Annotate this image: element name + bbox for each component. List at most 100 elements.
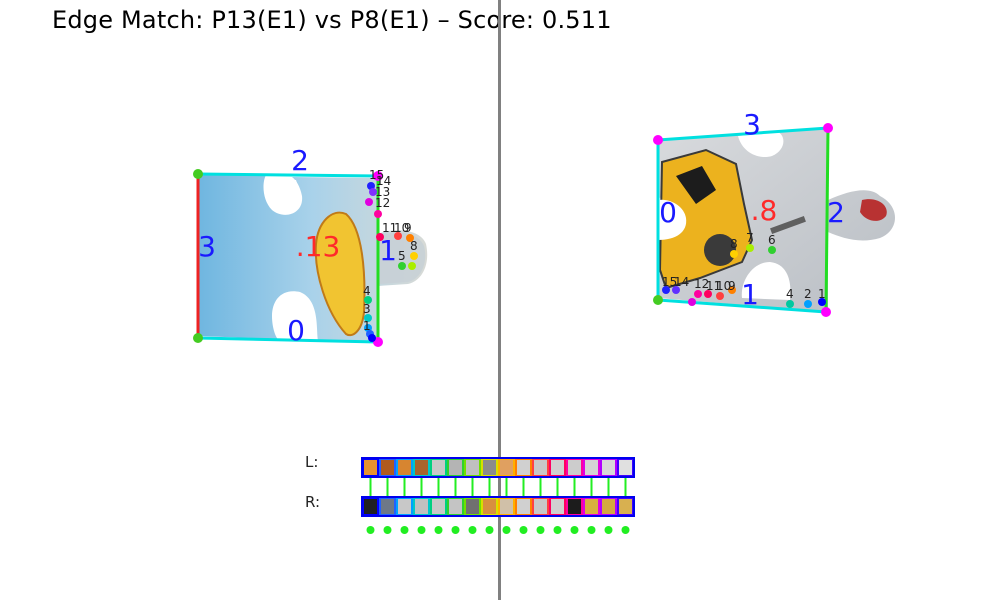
right-point-label: 1 [818,287,826,301]
left-strip-cell [379,458,396,477]
right-edge-label-1: 1 [741,278,759,311]
right-strip-cell [396,497,413,516]
color-strip-comparison [361,457,635,534]
left-strip-cell [481,458,498,477]
strip-match-dot [519,526,528,534]
strip-match-dot [451,526,460,534]
right-edge-label-3: 3 [743,108,761,141]
left-point-label: 15 [369,168,384,182]
strip-match-dot [502,526,511,534]
left-edge-label-2: 2 [291,144,309,177]
left-corner [193,333,203,343]
left-strip-cell [566,458,583,477]
left-point-label: 14 [376,174,391,188]
left-strip-cell [413,458,430,477]
left-edge-label-3: 3 [198,230,216,263]
strip-match-dot [383,526,392,534]
right-piece-notch-bottom [741,262,791,300]
left-strip-frame [361,457,635,478]
right-strip-cell [464,497,481,516]
left-point-label: 11 [382,221,397,235]
page-title: Edge Match: P13(E1) vs P8(E1) – Score: 0… [52,6,612,34]
right-point-label: 12 [694,277,709,291]
strip-match-dot [468,526,477,534]
right-strip-cell [566,497,583,516]
left-edge-label-1: 1 [379,234,397,267]
right-strip-cell [430,497,447,516]
right-edge-2 [824,127,830,313]
right-strip-cell [515,497,532,516]
left-strip-cell [549,458,566,477]
right-point-label: 15 [662,275,677,289]
right-strip-frame [361,496,635,517]
strip-match-dot [553,526,562,534]
left-strip-cell [617,458,634,477]
right-piece-notch-top [738,132,784,158]
right-strip-cell [600,497,617,516]
left-strip-cell [498,458,515,477]
strip-match-dot [570,526,579,534]
left-strip-label: L: [305,453,319,471]
left-point-label: 10 [394,221,409,235]
right-edge-label-0: 0 [659,196,677,229]
left-strip-cell [464,458,481,477]
left-point-label: 3 [363,302,371,316]
strip-match-dot [621,526,630,534]
left-strip-cell [362,458,379,477]
right-strip-cell [447,497,464,516]
right-point-label: 8 [730,237,738,251]
right-corner [823,123,833,133]
right-point-label: 9 [728,279,736,293]
left-corner [193,169,203,179]
left-point-label: 13 [375,185,390,199]
left-point-label: 9 [404,221,412,235]
left-point-label: 4 [363,284,371,298]
right-strip-cell [617,497,634,516]
right-corner [653,135,663,145]
right-edge-points: 15 14 12 11 10 9 8 7 6 4 2 1 [662,231,826,308]
right-strip-cell [481,497,498,516]
left-point-label: 8 [410,239,418,253]
right-piece-notch-left [658,199,687,240]
left-strip-cell [583,458,600,477]
right-piece: 3 0 1 2 .8 15 14 12 11 10 9 8 7 [653,108,895,317]
right-point-label: 14 [674,275,689,289]
right-point-label: 6 [768,233,776,247]
right-strip-cell [362,497,379,516]
right-strip-cell [532,497,549,516]
left-edge-0 [197,336,379,344]
left-point-label: 1 [363,319,371,333]
left-point-label: 12 [375,196,390,210]
left-piece-notch-top [266,178,299,214]
strip-match-dot [417,526,426,534]
left-piece-board [314,211,366,337]
strip-match-dot [536,526,545,534]
right-corner [821,307,831,317]
strip-match-dot [434,526,443,534]
left-piece-notch-bottom [276,296,317,340]
right-strip-cell [583,497,600,516]
right-corner [653,295,663,305]
right-edge-1 [657,298,827,314]
right-strip-cell [379,497,396,516]
right-edge-label-2: 2 [827,196,845,229]
right-strip-cell [413,497,430,516]
left-corner [373,171,383,181]
right-strip-label: R: [305,493,321,511]
strip-match-dot [604,526,613,534]
right-point-label: 7 [746,231,754,245]
left-strip-cell [430,458,447,477]
right-edge-3 [657,126,829,142]
left-strip-cell [447,458,464,477]
left-point-label: 5 [398,249,406,263]
strip-match-dot [400,526,409,534]
left-piece-id-label: .13 [296,230,341,263]
right-point-label: 11 [706,279,721,293]
left-piece: 2 3 0 1 .13 15 14 13 12 11 10 [193,144,428,347]
right-point-label: 10 [716,279,731,293]
left-edge-2 [197,172,379,178]
left-edge-label-0: 0 [287,314,305,347]
left-edge-points: 15 14 13 12 11 10 9 8 5 4 3 1 [363,168,418,342]
left-strip-cell [396,458,413,477]
